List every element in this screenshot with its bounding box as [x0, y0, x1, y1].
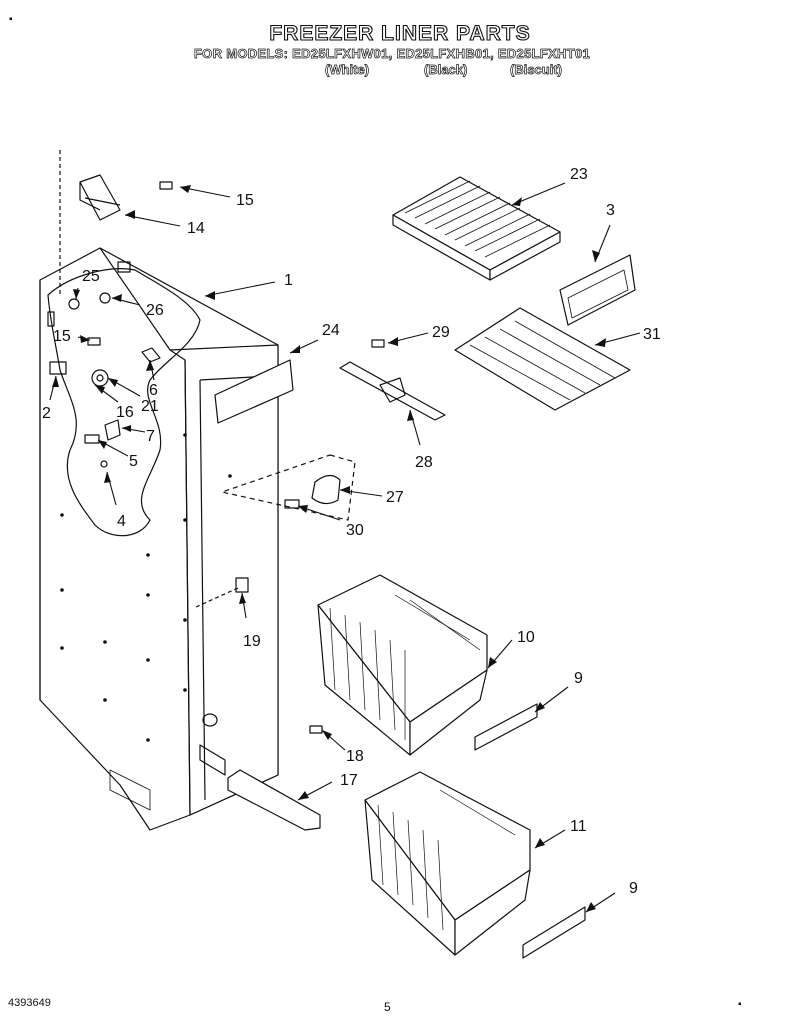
page-number: 5 [384, 1000, 391, 1014]
callout-14: 14 [187, 220, 205, 237]
callout-28: 28 [415, 454, 433, 471]
callout-26: 26 [146, 302, 164, 319]
screw-15-drawing [159, 181, 173, 190]
page-title: FREEZER LINER PARTS [269, 21, 531, 45]
callout-19: 19 [243, 633, 261, 650]
callout-10: 10 [517, 629, 535, 646]
callout-9-lower: 9 [629, 880, 638, 897]
callout-29: 29 [432, 324, 450, 341]
callout-31: 31 [643, 326, 661, 343]
document-number: 4393649 [8, 997, 51, 1009]
callout-15-side: 15 [53, 328, 71, 345]
variant-black: (Black) [424, 62, 468, 78]
callout-11: 11 [570, 818, 587, 835]
callout-numbers: 23 3 15 14 1 25 26 24 29 31 15 6 2 16 21… [42, 166, 661, 897]
callout-1: 1 [284, 272, 293, 289]
callout-16: 16 [116, 404, 134, 421]
variant-biscuit: (Biscuit) [510, 62, 563, 78]
corner-mark-bottom: ▪ [738, 999, 742, 1010]
callout-25: 25 [82, 268, 100, 285]
clip-19-drawing [235, 577, 249, 593]
trim-9-upper-drawing [474, 703, 538, 751]
callout-17: 17 [340, 772, 358, 789]
callout-27: 27 [386, 489, 404, 506]
cover-24-drawing [214, 359, 294, 424]
callout-30: 30 [346, 522, 364, 539]
callout-5: 5 [129, 453, 138, 470]
callout-4: 4 [117, 513, 126, 530]
panel-3-drawing [559, 254, 636, 326]
trim-9-lower-drawing [522, 906, 586, 959]
arrowheads [52, 185, 606, 912]
shelf-23-drawing [392, 176, 561, 281]
callout-9-upper: 9 [574, 670, 583, 687]
callout-21: 21 [141, 398, 159, 415]
callout-24: 24 [322, 322, 340, 339]
callout-6: 6 [149, 382, 158, 399]
callout-15-top: 15 [236, 192, 254, 209]
callout-23: 23 [570, 166, 588, 183]
variant-white: (White) [325, 62, 370, 78]
housing-27-drawing [221, 454, 356, 521]
callout-7: 7 [146, 428, 155, 445]
wire-shelf-31-drawing [454, 307, 631, 411]
callout-18: 18 [346, 748, 364, 765]
freezer-liner-drawing [39, 150, 279, 831]
basket-11-drawing [364, 771, 531, 956]
basket-10-drawing [317, 574, 488, 756]
callout-2: 2 [42, 405, 51, 422]
corner-mark: ▪ [9, 14, 13, 25]
kick-plate-17-drawing [227, 769, 321, 831]
models-line: FOR MODELS: ED25LFXHW01, ED25LFXHB01, ED… [193, 46, 591, 62]
bracket-14-drawing [79, 174, 121, 221]
callout-3: 3 [606, 202, 615, 219]
rail-28-drawing [339, 361, 446, 421]
